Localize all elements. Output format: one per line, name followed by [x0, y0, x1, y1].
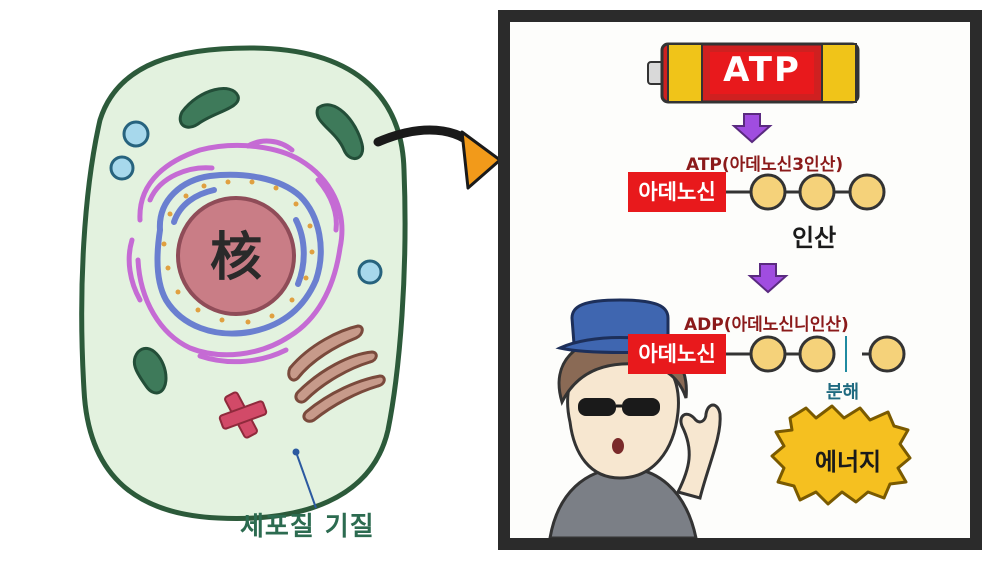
panel-drawing — [548, 42, 912, 538]
ribosomes — [161, 179, 315, 325]
mitochondrion-top-left — [178, 87, 240, 129]
endoplasmic-reticulum — [126, 138, 345, 365]
adp-phosphate-2 — [798, 335, 836, 373]
golgi-apparatus — [287, 324, 386, 423]
mitochondrion-top-right — [315, 103, 365, 160]
adp-phosphate-3 — [868, 335, 906, 373]
rough-er — [154, 171, 324, 337]
energy-label: 에너지 — [814, 448, 882, 476]
mitochondrion-bottom-left — [132, 346, 168, 395]
down-arrow-1 — [731, 113, 773, 144]
battery-label: ATP — [723, 50, 801, 90]
vacuole — [357, 259, 383, 285]
cytoplasm-pointer-line — [295, 451, 317, 509]
atp-phosphate-3 — [848, 173, 886, 211]
nucleus — [176, 196, 296, 316]
adp-phosphate-1 — [749, 335, 787, 373]
atp-battery-icon — [647, 42, 860, 104]
atp-phosphate-1 — [749, 173, 787, 211]
energy-burst — [770, 404, 912, 506]
adenosine-box-atp: 아데노신 — [628, 172, 726, 212]
atp-phosphate-2 — [798, 173, 836, 211]
nucleus-label: 核 — [210, 228, 262, 288]
atp-title: ATP(아데노신3인산) — [686, 155, 844, 175]
cytoplasm-label: 세포질 기질 — [240, 512, 375, 542]
vacuole — [109, 155, 135, 181]
cell-illustration: 核 — [79, 45, 500, 521]
adp-title: ADP(아데노신니인산) — [684, 315, 849, 335]
vacuole — [122, 120, 150, 148]
centrioles — [218, 391, 268, 439]
connector-arrowhead — [460, 130, 500, 190]
split-label: 분해 — [826, 382, 860, 403]
atp-explanation-panel: ATP ATP(아데노신3인산) 아데노신 인산 ADP(아데노신니인산) 아데… — [498, 10, 982, 550]
narrator-character — [548, 298, 722, 538]
down-arrow-2 — [747, 263, 789, 294]
adenosine-box-adp: 아데노신 — [628, 334, 726, 374]
phosphate-label: 인산 — [792, 224, 837, 252]
